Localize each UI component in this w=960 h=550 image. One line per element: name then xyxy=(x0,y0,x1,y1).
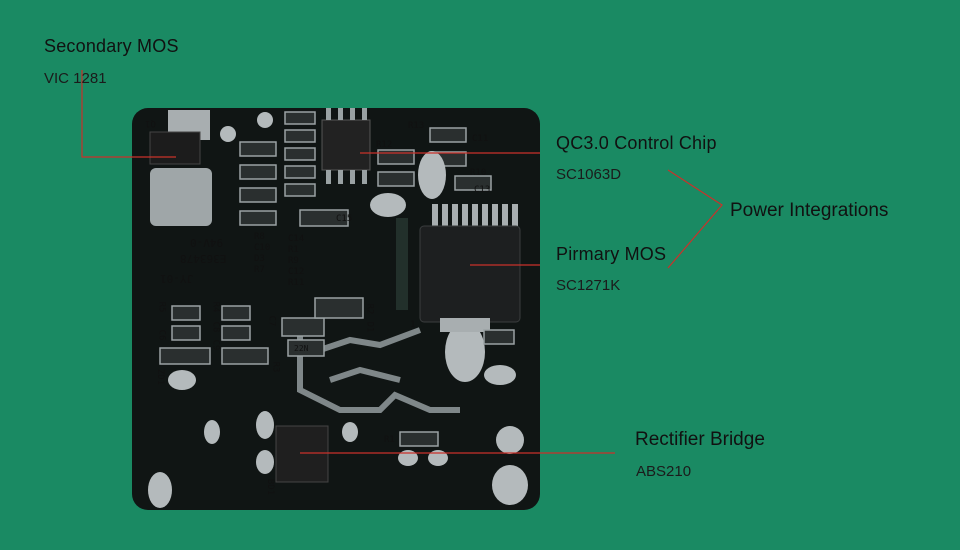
silk-c13: C13 xyxy=(474,185,491,195)
trace xyxy=(396,218,408,310)
silk-22n: 22N xyxy=(294,344,309,353)
secondary-mos-chip xyxy=(149,131,201,165)
silk-r8: R8 xyxy=(254,232,265,242)
silk-r10: R10 xyxy=(470,168,487,178)
silk-r4: R4 xyxy=(210,301,221,313)
qc-chip-part: SC1063D xyxy=(556,166,622,183)
silk-d1: D1 xyxy=(364,321,375,333)
silk-r3: R3 xyxy=(270,361,281,373)
silk-maker: JY-01 xyxy=(160,272,194,285)
silk-r1b: R1 xyxy=(384,435,395,445)
silk-c10: C10 xyxy=(254,243,271,253)
silk-r2: R2 xyxy=(364,303,375,315)
chip-pins xyxy=(326,108,367,184)
silk-r11: R11 xyxy=(288,278,305,288)
power-integrations-title: Power Integrations xyxy=(730,200,889,221)
silk-c6: C6 xyxy=(156,329,167,341)
silk-zd1: ZD1 xyxy=(155,368,166,386)
secondary-mos-title: Secondary MOS xyxy=(44,36,179,56)
secondary-mos-part: VIC 1281 xyxy=(44,70,107,87)
rectifier-bridge-part: ABS210 xyxy=(636,463,692,480)
solder-pad xyxy=(150,168,212,226)
primary-mos-part: SC1271K xyxy=(556,277,621,294)
silk-c14: C14 xyxy=(288,234,305,244)
silk-bd1: BD1 xyxy=(265,478,276,496)
silk-r5: R5 xyxy=(156,301,167,313)
silk-c7: C7 xyxy=(266,315,277,327)
rectifier-bridge-title: Rectifier Bridge xyxy=(635,429,765,450)
rectifier-bridge-chip xyxy=(275,425,329,483)
silk-c11: C11 xyxy=(472,134,489,144)
silk-c8: C8 xyxy=(210,321,221,333)
silk-r9: R9 xyxy=(288,256,299,266)
qc-chip-title: QC3.0 Control Chip xyxy=(556,133,717,153)
qc-control-chip xyxy=(321,119,371,171)
component-group xyxy=(377,127,492,191)
silk-r7: R7 xyxy=(254,265,265,275)
silk-e-number: E363478 xyxy=(180,252,227,265)
component-group xyxy=(159,297,515,447)
primary-mos-title: Pirmary MOS xyxy=(556,244,667,264)
silk-c15: C15 xyxy=(336,214,353,224)
component-group xyxy=(239,111,349,227)
silk-q1: Q1 xyxy=(145,118,156,128)
silk-d3: D3 xyxy=(254,254,265,264)
solder-pad xyxy=(440,318,490,332)
silk-c12: C12 xyxy=(288,267,305,277)
silk-c9: C9 xyxy=(210,339,221,351)
silk-pin1: 1 xyxy=(410,320,416,330)
traces xyxy=(297,327,460,413)
silk-board-id: 94V-0 xyxy=(190,236,224,249)
callout-lines xyxy=(81,70,723,454)
silk-r12: R12 xyxy=(376,140,393,150)
solder-blobs xyxy=(148,112,528,508)
silk-r13: R13 xyxy=(408,121,425,131)
primary-mos-pins xyxy=(432,204,518,226)
silk-r1: R1 xyxy=(288,245,299,255)
